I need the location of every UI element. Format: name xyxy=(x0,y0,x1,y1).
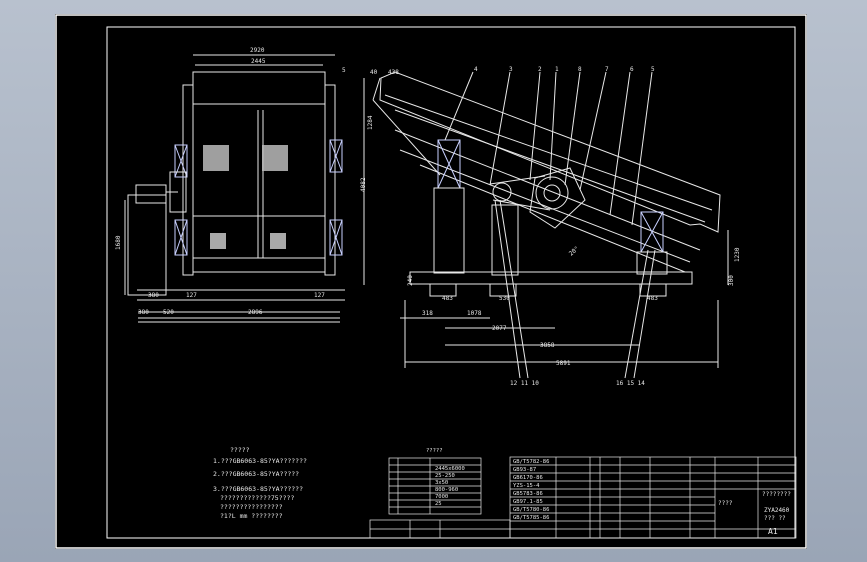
dim-530: 530 xyxy=(499,295,510,302)
dim-2920: 2920 xyxy=(250,47,265,54)
side-view-callouts: 4 3 2 1 8 7 6 5 xyxy=(474,66,655,73)
dim-483-right: 483 xyxy=(647,295,658,302)
parts-list xyxy=(369,456,797,539)
svg-text:GB6170-86: GB6170-86 xyxy=(513,475,543,481)
model-number: ZYA2460 xyxy=(764,507,790,514)
dim-300: 300 xyxy=(728,275,735,286)
outer-frame xyxy=(55,14,807,549)
spec-table-title: ????? xyxy=(426,448,443,454)
notes-title: ????? xyxy=(230,446,250,454)
dim-4082: 4082 xyxy=(360,177,367,192)
svg-text:2: 2 xyxy=(538,66,542,73)
dim-3858: 3858 xyxy=(540,342,555,349)
svg-text:GB93-87: GB93-87 xyxy=(513,467,536,473)
spec-table xyxy=(388,457,482,515)
dim-1230: 1230 xyxy=(734,247,741,262)
dim-2896: 2896 xyxy=(248,309,263,316)
svg-text:GB/T5782-86: GB/T5782-86 xyxy=(513,459,549,465)
svg-text:800-960: 800-960 xyxy=(435,487,458,493)
note-line-6: ?1?L mm ???????? xyxy=(220,512,283,520)
svg-text:GB5783-86: GB5783-86 xyxy=(513,491,543,497)
svg-text:3x50: 3x50 xyxy=(435,480,448,486)
svg-text:8: 8 xyxy=(578,66,582,73)
dim-318: 318 xyxy=(422,310,433,317)
svg-text:5: 5 xyxy=(651,66,655,73)
dim-483-left: 483 xyxy=(442,295,453,302)
svg-text:GB/T5780-86: GB/T5780-86 xyxy=(513,507,549,513)
dim-438: 438 xyxy=(388,69,399,76)
dim-5891: 5891 xyxy=(556,360,571,367)
dim-240: 240 xyxy=(407,275,414,286)
svg-text:7000: 7000 xyxy=(435,494,448,500)
svg-text:7: 7 xyxy=(605,66,609,73)
svg-text:25: 25 xyxy=(435,501,442,507)
dim-1680: 1680 xyxy=(115,235,122,250)
dim-2445: 2445 xyxy=(251,58,266,65)
note-line-1: 1.???GB6063-85?YA??????? xyxy=(213,457,307,465)
callout-bottom-left: 12 11 10 xyxy=(510,380,539,387)
svg-text:4: 4 xyxy=(474,66,478,73)
svg-text:3: 3 xyxy=(509,66,513,73)
dim-380: 380 xyxy=(138,309,149,316)
drawing-type: ??? ?? xyxy=(764,515,786,522)
screen-mesh-pattern xyxy=(203,145,288,249)
technical-notes: ????? 1.???GB6063-85?YA??????? 2.???GB60… xyxy=(213,446,307,520)
callout-5: 5 xyxy=(342,67,346,74)
end-view-labels: 2920 2445 1680 380 127 127 380 520 2896 … xyxy=(115,47,346,316)
svg-text:1: 1 xyxy=(555,66,559,73)
spec-table-text: ????? 2445x6000 25-250 3x50 800-960 7000… xyxy=(426,448,465,507)
dim-1078: 1078 xyxy=(467,310,482,317)
dim-2077: 2077 xyxy=(492,325,507,332)
side-view xyxy=(363,71,729,379)
svg-text:6: 6 xyxy=(630,66,634,73)
title-block-text: GB/T5782-86 GB93-87 GB6170-86 YZS-15-4 G… xyxy=(513,459,791,536)
sheet-size: A1 xyxy=(768,527,778,536)
school-name: ???????? xyxy=(762,491,791,498)
note-line-2: 2.???GB6063-85?YA????? xyxy=(213,470,299,478)
dim-127-right: 127 xyxy=(314,292,325,299)
dim-127-left: 127 xyxy=(186,292,197,299)
dim-40: 40 xyxy=(370,69,378,76)
note-line-3: 3.???GB6063-85?YA?????? xyxy=(213,485,303,493)
svg-text:YZS-15-4: YZS-15-4 xyxy=(513,483,540,489)
dim-520: 520 xyxy=(163,309,174,316)
note-line-4: ?????????????75???? xyxy=(220,494,294,502)
callout-bottom-right: 16 15 14 xyxy=(616,380,645,387)
svg-text:GB/T5785-86: GB/T5785-86 xyxy=(513,515,549,521)
note-line-5: ???????????????? xyxy=(220,503,283,511)
svg-text:25-250: 25-250 xyxy=(435,473,455,479)
dim-380-top: 380 xyxy=(148,292,159,299)
svg-text:2445x6000: 2445x6000 xyxy=(435,466,465,472)
drawing-name: ???? xyxy=(718,500,733,507)
svg-text:GB97.1-85: GB97.1-85 xyxy=(513,499,543,505)
dim-1284: 1284 xyxy=(367,115,374,130)
end-view xyxy=(124,54,345,323)
